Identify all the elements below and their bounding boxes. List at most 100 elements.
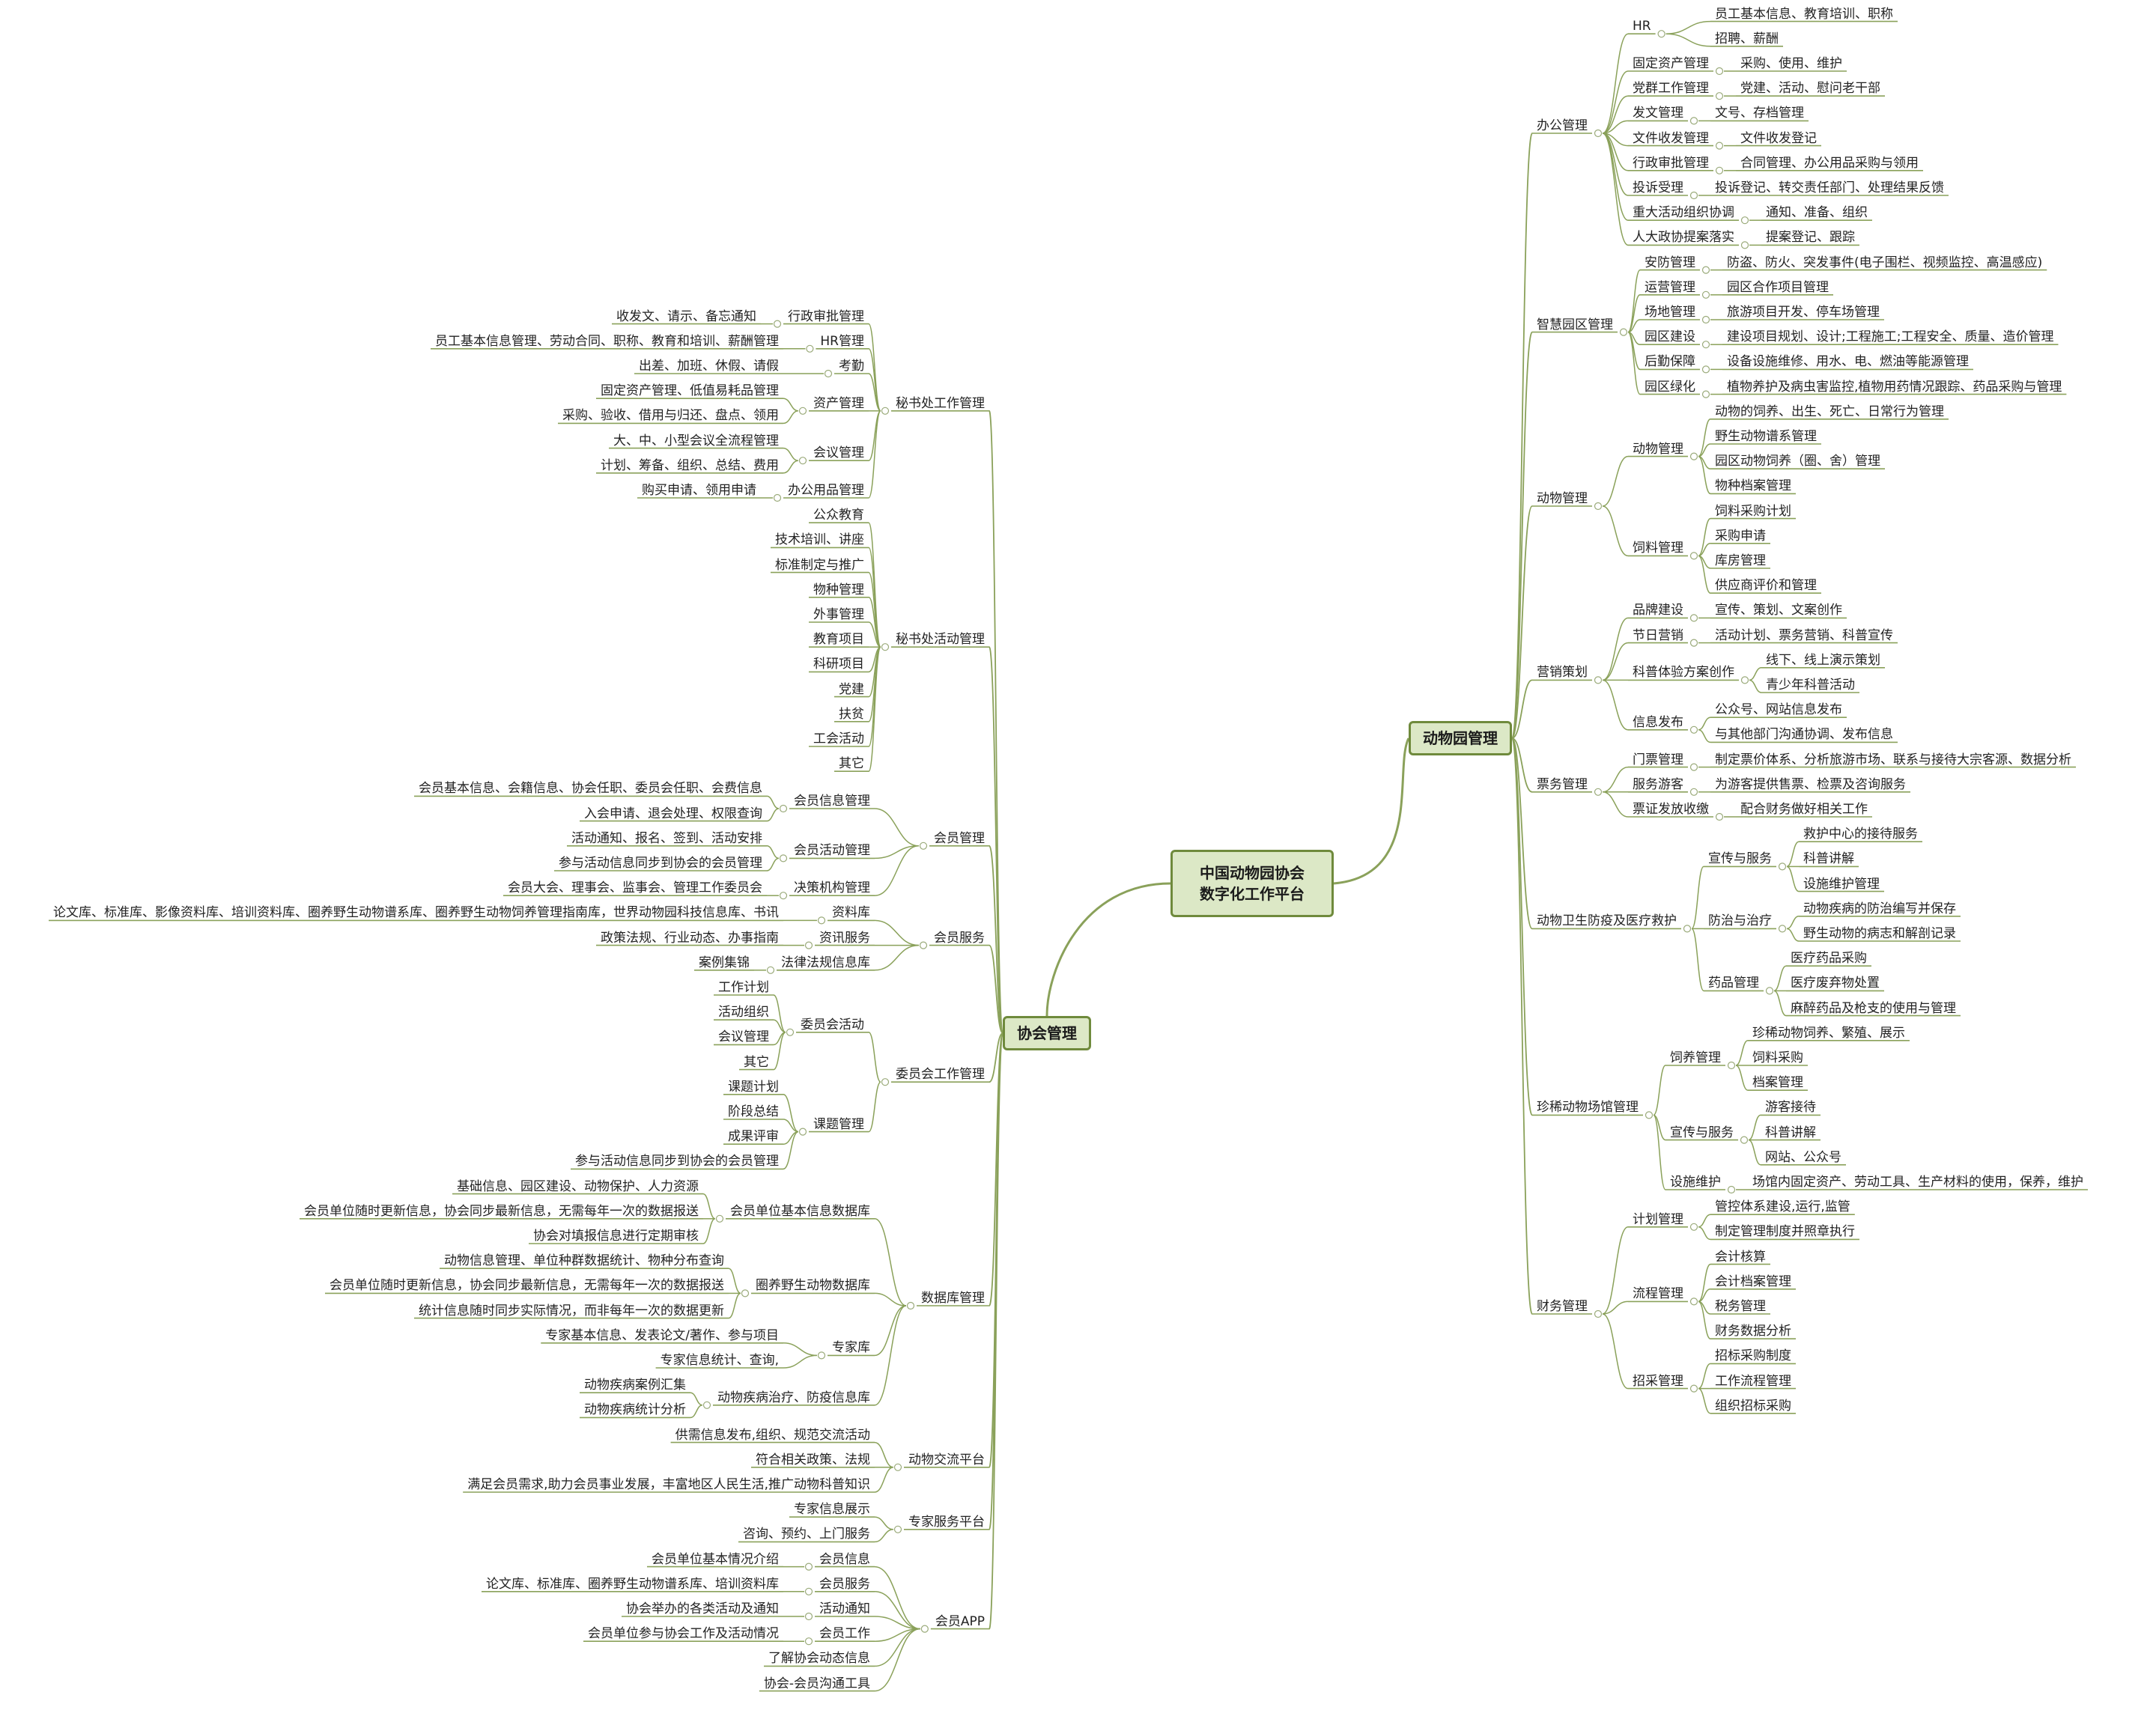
sub-branch-node[interactable]: 园区建设 xyxy=(1645,329,1695,345)
leaf-node[interactable]: 专家信息统计、查询, xyxy=(660,1353,779,1368)
sub-branch-node[interactable]: 决策机构管理 xyxy=(794,880,870,896)
leaf-node[interactable]: 收发文、请示、备忘通知 xyxy=(616,308,756,324)
leaf-node[interactable]: 科研项目 xyxy=(813,657,864,672)
leaf-node[interactable]: 教育项目 xyxy=(813,632,864,648)
sub-branch-node[interactable]: 运营管理 xyxy=(1645,279,1695,295)
leaf-node[interactable]: 设备设施维修、用水、电、燃油等能源管理 xyxy=(1727,354,1969,370)
leaf-node[interactable]: 线下、线上演示策划 xyxy=(1766,652,1880,668)
leaf-node[interactable]: 供需信息发布,组织、规范交流活动 xyxy=(675,1427,870,1443)
sub-branch-node[interactable]: 信息发布 xyxy=(1633,714,1683,730)
leaf-node[interactable]: 采购、验收、借用与归还、盘点、领用 xyxy=(562,408,779,424)
branch-node[interactable]: 委员会工作管理 xyxy=(896,1067,985,1083)
leaf-node[interactable]: 科普讲解 xyxy=(1765,1125,1816,1140)
branch-node[interactable]: 营销策划 xyxy=(1537,665,1588,681)
sub-branch-node[interactable]: 票证发放收缴 xyxy=(1633,802,1709,817)
leaf-node[interactable]: 网站、公众号 xyxy=(1765,1149,1841,1165)
sub-branch-node[interactable]: 考勤 xyxy=(839,359,864,374)
branch-node[interactable]: 动物卫生防疫及医疗救护 xyxy=(1537,913,1677,929)
leaf-node[interactable]: 医疗废弃物处置 xyxy=(1791,976,1880,991)
leaf-node[interactable]: 基础信息、园区建设、动物保护、人力资源 xyxy=(457,1178,699,1194)
leaf-node[interactable]: 文号、存档管理 xyxy=(1715,106,1804,121)
leaf-node[interactable]: 公众教育 xyxy=(813,508,864,523)
leaf-node[interactable]: 会员大会、理事会、监事会、管理工作委员会 xyxy=(508,880,762,896)
leaf-node[interactable]: 成果评审 xyxy=(728,1129,779,1145)
leaf-node[interactable]: 政策法规、行业动态、办事指南 xyxy=(601,930,779,946)
sub-branch-node[interactable]: 宣传与服务 xyxy=(1708,851,1772,867)
leaf-node[interactable]: 与其他部门沟通协调、发布信息 xyxy=(1715,727,1893,743)
leaf-node[interactable]: 公众号、网站信息发布 xyxy=(1715,702,1842,718)
leaf-node[interactable]: 招聘、薪酬 xyxy=(1715,31,1779,46)
leaf-node[interactable]: 文件收发登记 xyxy=(1740,130,1817,146)
sub-branch-node[interactable]: 饲料管理 xyxy=(1633,541,1683,556)
sub-branch-node[interactable]: 动物管理 xyxy=(1633,441,1683,457)
sub-branch-node[interactable]: 资料库 xyxy=(832,905,870,921)
sub-branch-node[interactable]: 发文管理 xyxy=(1633,106,1683,121)
sub-branch-node[interactable]: 安防管理 xyxy=(1645,255,1695,270)
leaf-node[interactable]: 其它 xyxy=(839,756,864,772)
leaf-node[interactable]: 了解协会动态信息 xyxy=(768,1651,870,1667)
sub-branch-node[interactable]: 办公用品管理 xyxy=(788,483,864,498)
leaf-node[interactable]: 工作流程管理 xyxy=(1715,1373,1791,1389)
leaf-node[interactable]: 宣传、策划、文案创作 xyxy=(1715,603,1842,618)
leaf-node[interactable]: 案例集锦 xyxy=(699,955,750,970)
sub-branch-node[interactable]: 人大政协提案落实 xyxy=(1633,230,1734,246)
leaf-node[interactable]: 饲料采购计划 xyxy=(1715,503,1791,519)
leaf-node[interactable]: 采购、使用、维护 xyxy=(1740,56,1842,71)
sub-branch-node[interactable]: 行政审批管理 xyxy=(788,308,864,324)
leaf-node[interactable]: 设施维护管理 xyxy=(1803,876,1880,892)
leaf-node[interactable]: 工作计划 xyxy=(718,980,769,995)
zoo-management-node[interactable]: 动物园管理 xyxy=(1409,721,1512,755)
leaf-node[interactable]: 动物疾病统计分析 xyxy=(584,1402,686,1418)
leaf-node[interactable]: 会计档案管理 xyxy=(1715,1274,1791,1289)
branch-node[interactable]: 动物管理 xyxy=(1537,491,1588,506)
leaf-node[interactable]: 计划、筹备、组织、总结、费用 xyxy=(601,457,779,473)
leaf-node[interactable]: 动物疾病案例汇集 xyxy=(584,1378,686,1393)
leaf-node[interactable]: 防盗、防火、突发事件(电子围栏、视频监控、高温感应) xyxy=(1727,255,2043,270)
leaf-node[interactable]: 会员单位随时更新信息，协会同步最新信息，无需每年一次的数据报送 xyxy=(330,1278,724,1294)
sub-branch-node[interactable]: 饲养管理 xyxy=(1670,1050,1721,1065)
leaf-node[interactable]: 会员基本信息、会籍信息、协会任职、委员会任职、会费信息 xyxy=(419,781,762,797)
leaf-node[interactable]: 招标采购制度 xyxy=(1715,1348,1791,1364)
leaf-node[interactable]: 专家基本信息、发表论文/著作、参与项目 xyxy=(545,1327,779,1343)
branch-node[interactable]: 专家服务平台 xyxy=(908,1514,985,1530)
sub-branch-node[interactable]: 文件收发管理 xyxy=(1633,130,1709,146)
branch-node[interactable]: 会员服务 xyxy=(934,930,985,946)
leaf-node[interactable]: 满足会员需求,助力会员事业发展，丰富地区人民生活,推广动物科普知识 xyxy=(467,1477,870,1492)
leaf-node[interactable]: 课题计划 xyxy=(728,1079,779,1095)
sub-branch-node[interactable]: 资讯服务 xyxy=(819,930,870,946)
leaf-node[interactable]: 通知、准备、组织 xyxy=(1766,205,1868,221)
leaf-node[interactable]: 固定资产管理、低值易耗品管理 xyxy=(601,383,779,399)
sub-branch-node[interactable]: 委员会活动 xyxy=(801,1017,864,1032)
branch-node[interactable]: 秘书处工作管理 xyxy=(896,395,985,411)
leaf-node[interactable]: 医疗药品采购 xyxy=(1791,951,1867,967)
leaf-node[interactable]: 大、中、小型会议全流程管理 xyxy=(613,433,779,448)
leaf-node[interactable]: 会议管理 xyxy=(718,1029,769,1045)
leaf-node[interactable]: 野生动物的病志和解剖记录 xyxy=(1803,926,1956,941)
branch-node[interactable]: 数据库管理 xyxy=(921,1291,985,1306)
leaf-node[interactable]: 库房管理 xyxy=(1715,553,1766,568)
sub-branch-node[interactable]: 会员工作 xyxy=(819,1626,870,1642)
branch-node[interactable]: 会员APP xyxy=(935,1613,985,1629)
association-management-node[interactable]: 协会管理 xyxy=(1003,1016,1091,1050)
leaf-node[interactable]: 园区动物饲养（圈、舍）管理 xyxy=(1715,454,1880,469)
sub-branch-node[interactable]: 会员信息 xyxy=(819,1551,870,1567)
sub-branch-node[interactable]: HR管理 xyxy=(820,333,864,349)
sub-branch-node[interactable]: 专家库 xyxy=(832,1340,870,1356)
leaf-node[interactable]: 购买申请、领用申请 xyxy=(642,483,756,498)
leaf-node[interactable]: 采购申请 xyxy=(1715,528,1766,544)
sub-branch-node[interactable]: 防治与治疗 xyxy=(1708,913,1772,929)
leaf-node[interactable]: 出差、加班、休假、请假 xyxy=(639,359,779,374)
leaf-node[interactable]: 工会活动 xyxy=(813,731,864,746)
leaf-node[interactable]: 参与活动信息同步到协会的会员管理 xyxy=(559,856,762,871)
sub-branch-node[interactable]: 投诉受理 xyxy=(1633,180,1683,195)
leaf-node[interactable]: 制定管理制度并照章执行 xyxy=(1715,1224,1855,1240)
sub-branch-node[interactable]: 活动通知 xyxy=(819,1601,870,1616)
sub-branch-node[interactable]: 会员单位基本信息数据库 xyxy=(730,1203,870,1219)
leaf-node[interactable]: 物种管理 xyxy=(813,582,864,597)
leaf-node[interactable]: 员工基本信息管理、劳动合同、职称、教育和培训、薪酬管理 xyxy=(435,333,779,349)
leaf-node[interactable]: 标准制定与推广 xyxy=(775,557,864,573)
leaf-node[interactable]: 会员单位参与协会工作及活动情况 xyxy=(588,1626,779,1642)
leaf-node[interactable]: 组织招标采购 xyxy=(1715,1398,1791,1414)
branch-node[interactable]: 会员管理 xyxy=(934,830,985,846)
branch-node[interactable]: 办公管理 xyxy=(1537,118,1588,133)
